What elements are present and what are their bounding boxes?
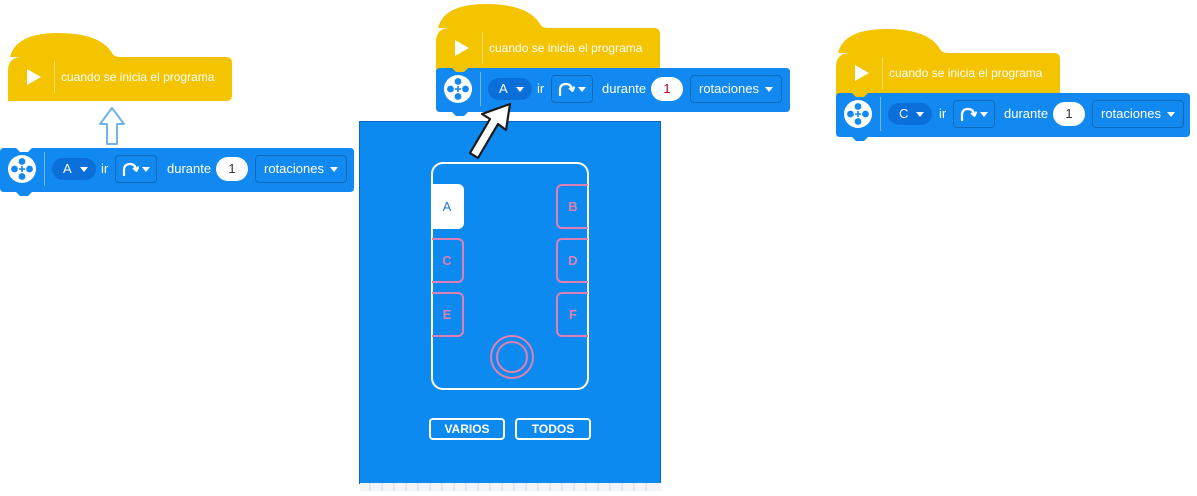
play-triangle-icon (455, 40, 469, 56)
caret-down-icon (765, 87, 773, 92)
clockwise-rotation-icon (558, 82, 575, 97)
caret-down-icon (142, 167, 150, 172)
port-dropdown[interactable]: C (888, 103, 932, 125)
motor-icon (844, 100, 872, 128)
unit-label: rotaciones (264, 161, 324, 176)
port-dropdown[interactable]: A (52, 158, 96, 180)
hat-block-shape (8, 33, 232, 101)
unit-label: rotaciones (1101, 106, 1161, 121)
motor-icon (444, 75, 472, 103)
amount-input[interactable]: 1 (1053, 102, 1085, 126)
motor-icon (8, 155, 36, 183)
motor-run-block[interactable]: C ir durante 1 rotaciones (836, 93, 1190, 141)
amount-input[interactable]: 1 (651, 77, 683, 101)
clockwise-rotation-icon (960, 107, 977, 122)
direction-dropdown[interactable] (551, 75, 593, 103)
motor-separator (44, 152, 45, 186)
during-label: durante (167, 161, 212, 176)
motor-separator (480, 72, 481, 106)
hat-block-shape (436, 4, 660, 72)
amount-input[interactable]: 1 (216, 157, 248, 181)
caret-down-icon (80, 167, 88, 172)
hat-separator (882, 57, 883, 89)
hat-block-when-program-starts[interactable]: cuando se inicia el programa (436, 4, 660, 72)
play-triangle-icon (855, 65, 869, 81)
port-dropdown[interactable]: A (488, 78, 532, 100)
direction-dropdown[interactable] (953, 100, 995, 128)
pointer-arrow-icon (468, 102, 512, 160)
clockwise-rotation-icon (122, 162, 139, 177)
varios-button[interactable]: VARIOS (429, 418, 505, 440)
caret-down-icon (980, 112, 988, 117)
caret-down-icon (578, 87, 586, 92)
port-picker-popup: A C E B D F VARIOS TODOS (359, 121, 662, 491)
during-label: durante (602, 81, 647, 96)
caret-down-icon (516, 87, 524, 92)
popup-bottom-edge (360, 483, 662, 491)
hat-block-when-program-starts[interactable]: cuando se inicia el programa (8, 33, 232, 101)
up-arrow-icon (99, 107, 125, 145)
go-label: ir (537, 81, 545, 96)
unit-label: rotaciones (699, 81, 759, 96)
port-option-b[interactable]: B (556, 184, 588, 229)
hat-separator (54, 61, 55, 93)
caret-down-icon (330, 167, 338, 172)
port-label: A (499, 81, 508, 96)
unit-dropdown[interactable]: rotaciones (1092, 100, 1184, 128)
port-option-f[interactable]: F (556, 292, 588, 337)
port-option-a[interactable]: A (432, 184, 464, 229)
port-option-e[interactable]: E (432, 292, 464, 337)
motor-run-block[interactable]: A ir durante 1 rotaciones (436, 68, 790, 116)
hat-label: cuando se inicia el programa (889, 66, 1043, 80)
direction-dropdown[interactable] (115, 155, 157, 183)
go-label: ir (939, 106, 947, 121)
port-label: A (63, 161, 72, 176)
hat-label: cuando se inicia el programa (61, 70, 215, 84)
hat-block-when-program-starts[interactable]: cuando se inicia el programa (836, 29, 1060, 97)
unit-dropdown[interactable]: rotaciones (690, 75, 782, 103)
port-option-d[interactable]: D (556, 238, 588, 283)
hub-diagram: A C E B D F (431, 162, 589, 390)
caret-down-icon (916, 112, 924, 117)
hat-separator (482, 32, 483, 64)
during-label: durante (1004, 106, 1049, 121)
hub-center-button-icon (490, 335, 534, 379)
motor-separator (880, 97, 881, 131)
play-triangle-icon (27, 69, 41, 85)
go-label: ir (101, 161, 109, 176)
caret-down-icon (1167, 112, 1175, 117)
port-label: C (899, 106, 909, 121)
motor-run-block[interactable]: A ir durante 1 rotaciones (0, 148, 354, 196)
unit-dropdown[interactable]: rotaciones (255, 155, 347, 183)
hat-label: cuando se inicia el programa (489, 41, 643, 55)
hat-block-shape (836, 29, 1060, 97)
port-option-c[interactable]: C (432, 238, 464, 283)
todos-button[interactable]: TODOS (515, 418, 591, 440)
